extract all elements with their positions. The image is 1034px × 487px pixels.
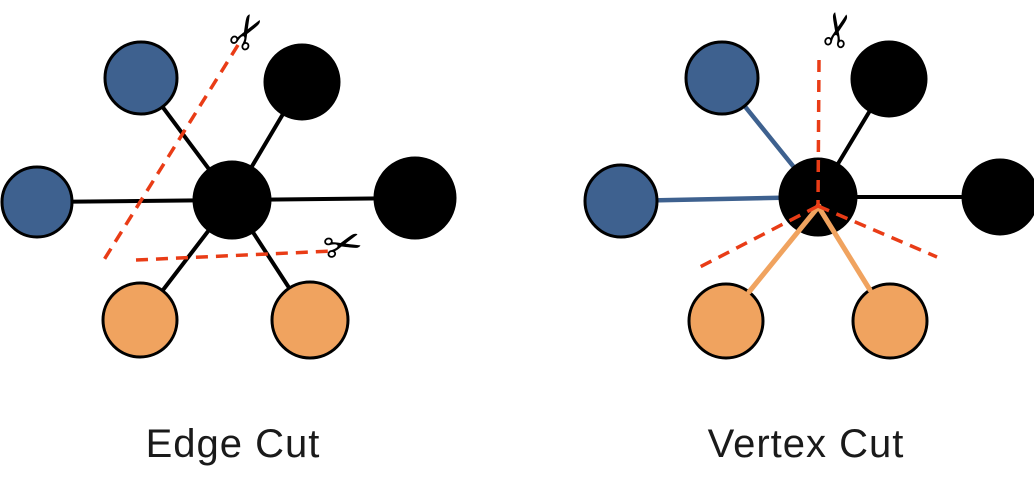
orange-node-bottomleft <box>687 282 765 360</box>
orange-node-bottomright <box>270 280 350 360</box>
vertex-cut-label: Vertex Cut <box>708 422 905 466</box>
black-node-topright <box>263 43 341 121</box>
edge-cut-diagram: ✂ ✂ <box>0 2 457 360</box>
orange-edge-bottomleft <box>746 203 822 295</box>
cut-line-horizontal <box>135 249 334 262</box>
cut-line-diagonal <box>100 44 240 264</box>
edge-cut-label: Edge Cut <box>146 422 321 466</box>
black-node-right <box>961 158 1034 236</box>
vertex-cut-diagram: ✂ <box>583 6 1034 360</box>
scissors-icon: ✂ <box>317 214 368 276</box>
orange-node-bottomleft <box>101 281 179 359</box>
black-node-right <box>373 156 457 240</box>
scissors-icon: ✂ <box>214 2 280 62</box>
cut-line-downleft <box>697 204 819 270</box>
scissors-icon: ✂ <box>808 6 869 55</box>
blue-node-left <box>583 163 659 239</box>
blue-node-topleft <box>103 40 179 116</box>
orange-edge-bottomright <box>815 203 873 293</box>
center-node <box>192 160 272 240</box>
black-node-topright <box>850 40 928 118</box>
cut-line-downright <box>817 204 938 259</box>
blue-node-left <box>0 165 74 239</box>
cut-line-up <box>816 59 821 207</box>
blue-node-topleft <box>684 40 760 116</box>
orange-node-bottomright <box>851 282 929 360</box>
